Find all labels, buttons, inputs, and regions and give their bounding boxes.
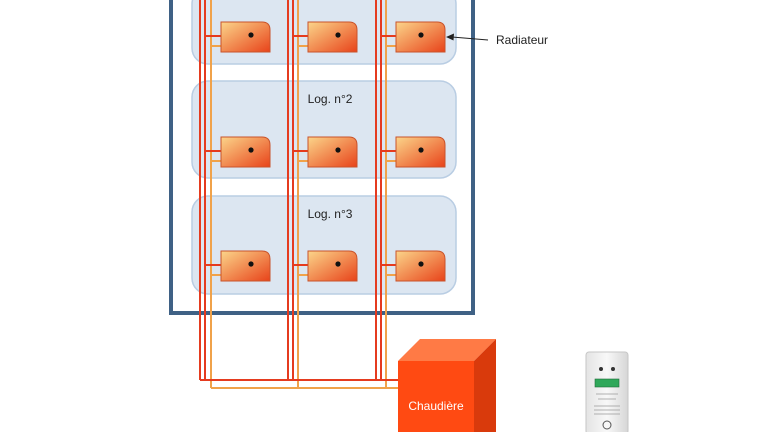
radiator-2-3 <box>395 136 446 168</box>
device-button-right <box>611 367 615 371</box>
return-pipes <box>210 0 400 389</box>
radiator-2-2 <box>307 136 358 168</box>
wall-device <box>585 351 629 435</box>
radiator-3-3 <box>395 250 446 282</box>
radiator-callout: Radiateur <box>446 33 548 47</box>
radiator-1-2 <box>307 21 358 53</box>
supply-pipes <box>199 0 400 381</box>
radiator-3-2 <box>307 250 358 282</box>
radiator-3-1 <box>220 250 271 282</box>
apartment-label-2: Log. n°2 <box>308 92 353 106</box>
apartment-label-3: Log. n°3 <box>308 207 353 221</box>
device-button-left <box>599 367 603 371</box>
device-logo-icon <box>602 420 612 430</box>
device-text-lines <box>594 393 620 415</box>
radiator-callout-label: Radiateur <box>496 33 548 47</box>
device-screen <box>594 378 620 388</box>
building-outline <box>169 0 475 315</box>
radiator-1-1 <box>220 21 271 53</box>
radiator-2-1 <box>220 136 271 168</box>
boiler: Chaudière <box>398 339 496 433</box>
radiators <box>220 21 446 282</box>
radiator-1-3 <box>395 21 446 53</box>
boiler-label: Chaudière <box>408 399 464 413</box>
